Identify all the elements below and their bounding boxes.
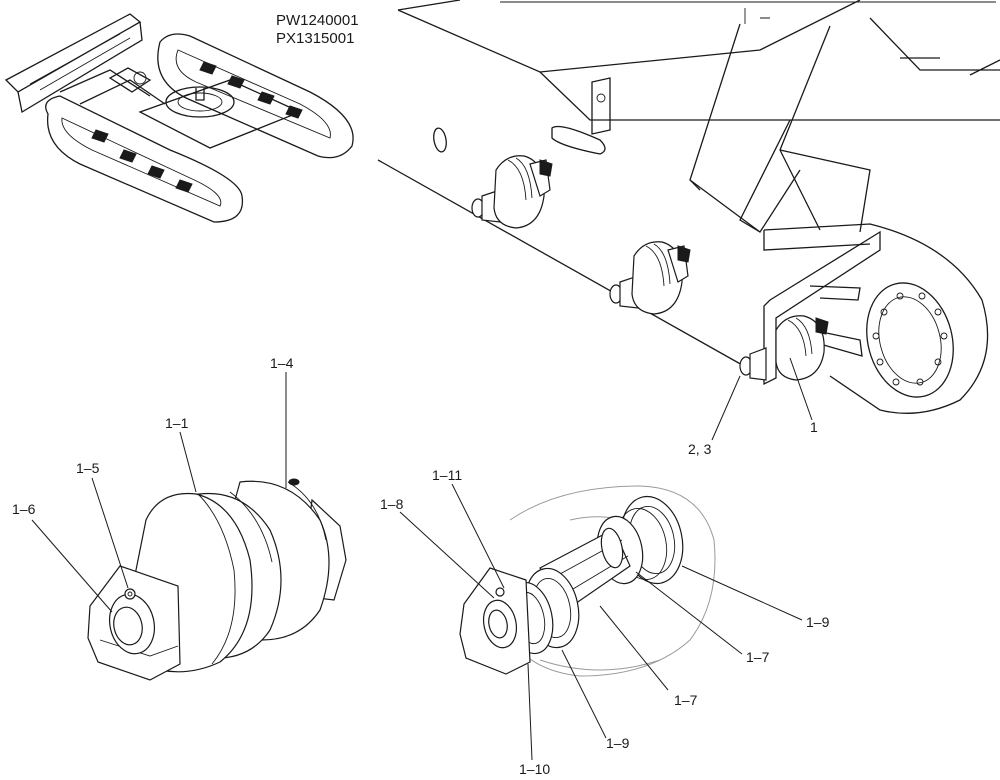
callout-label: 1	[810, 419, 818, 435]
track-roller-exploded-icon	[459, 485, 716, 677]
callout-label: 1–8	[380, 496, 404, 512]
serial-number: PX1315001	[276, 30, 354, 47]
installed-roller-icon	[609, 241, 691, 315]
callout-label: 1–4	[270, 355, 294, 371]
callout-label: 1–9	[806, 614, 830, 630]
callout-label: 2, 3	[688, 441, 712, 457]
callout-label: 1–7	[746, 649, 770, 665]
callout-label: 1–9	[606, 735, 630, 751]
callout-label: 1–11	[432, 467, 462, 483]
track-frame-icon	[377, 0, 1000, 414]
callout-label: 1–5	[76, 460, 100, 476]
callout-label: 1–7	[674, 692, 698, 708]
callout-label: 1–6	[12, 501, 36, 517]
callout-label: 1–1	[165, 415, 189, 431]
installed-roller-icon	[739, 315, 829, 381]
installed-roller-icon	[471, 155, 553, 229]
undercarriage-overview-icon	[4, 13, 354, 223]
serial-number: PW1240001	[276, 12, 359, 29]
track-roller-assembly-icon	[87, 478, 347, 681]
callout-label: 1–10	[519, 761, 550, 777]
